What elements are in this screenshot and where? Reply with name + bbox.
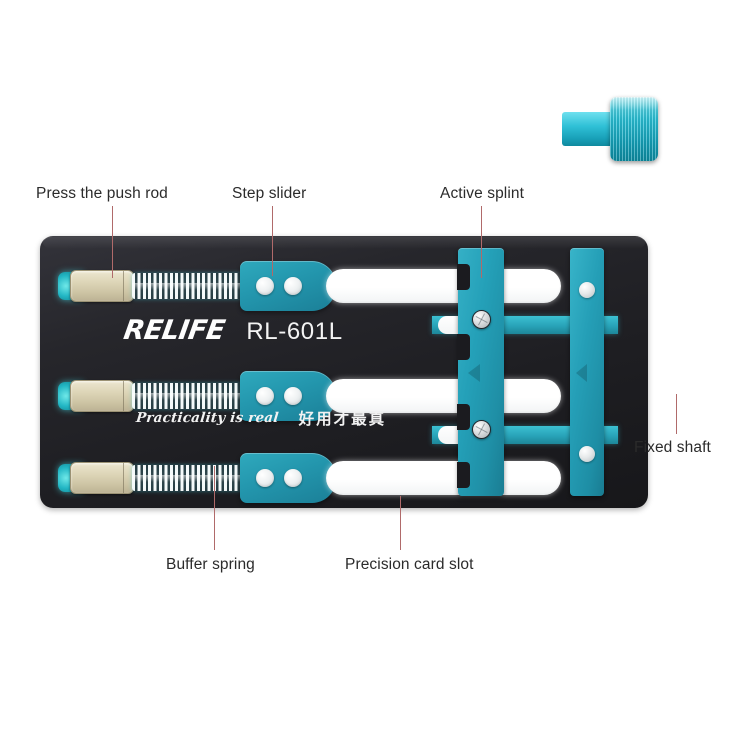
leader-line-press-the-push-rod (112, 206, 114, 278)
splint-arrow-icon (468, 364, 480, 382)
step-slider[interactable] (240, 261, 336, 311)
buffer-spring (132, 465, 244, 491)
fixed-post (570, 248, 604, 496)
slider-knob-icon (256, 277, 274, 295)
leader-line-step-slider (272, 206, 274, 276)
post-pin (579, 282, 595, 298)
precision-card-slot (326, 379, 561, 413)
fixed-shaft-knob[interactable] (610, 97, 658, 161)
slider-knob-icon (256, 387, 274, 405)
brand-logo: RELIFE (121, 315, 227, 346)
slogan-chinese: 好用才最真 (298, 410, 387, 428)
step-slider[interactable] (240, 371, 336, 421)
fixture-body: RELIFE RL-601L Practicality is real 好用才最… (40, 236, 648, 508)
slider-knob-icon (284, 469, 302, 487)
push-rod[interactable] (70, 380, 134, 412)
leader-line-fixed-shaft (676, 394, 678, 434)
callout-precision-card-slot: Precision card slot (345, 556, 474, 573)
splint-notch (457, 264, 470, 290)
slider-knob-icon (284, 277, 302, 295)
precision-card-slot (326, 461, 561, 495)
buffer-spring (132, 383, 244, 409)
slogan: Practicality is real 好用才最真 (135, 407, 387, 429)
slider-knob-icon (284, 387, 302, 405)
slider-knob-icon (256, 469, 274, 487)
splint-notch (457, 334, 470, 360)
slogan-english: Practicality is real (135, 410, 280, 426)
leader-line-active-splint (481, 206, 483, 278)
step-slider[interactable] (240, 453, 336, 503)
splint-notch (457, 404, 470, 430)
post-arrow-icon (576, 364, 587, 382)
callout-fixed-shaft: Fixed shaft (634, 439, 711, 456)
splint-notch (457, 462, 470, 488)
callout-active-splint: Active splint (440, 185, 524, 202)
callout-press-the-push-rod: Press the push rod (36, 185, 168, 202)
active-splint[interactable] (457, 248, 504, 496)
push-rod[interactable] (70, 462, 134, 494)
splint-screw[interactable] (472, 420, 491, 439)
buffer-spring (132, 273, 244, 299)
post-pin (579, 446, 595, 462)
branding: RELIFE RL-601L (121, 315, 343, 346)
callout-buffer-spring: Buffer spring (166, 556, 255, 573)
callout-step-slider: Step slider (232, 185, 307, 202)
fixed-shaft-stem (562, 112, 616, 146)
precision-card-slot (326, 269, 561, 303)
push-rod[interactable] (70, 270, 134, 302)
leader-line-buffer-spring (214, 466, 216, 550)
splint-screw[interactable] (472, 310, 491, 329)
model-number: RL-601L (246, 318, 343, 345)
leader-line-precision-card-slot (400, 496, 402, 550)
